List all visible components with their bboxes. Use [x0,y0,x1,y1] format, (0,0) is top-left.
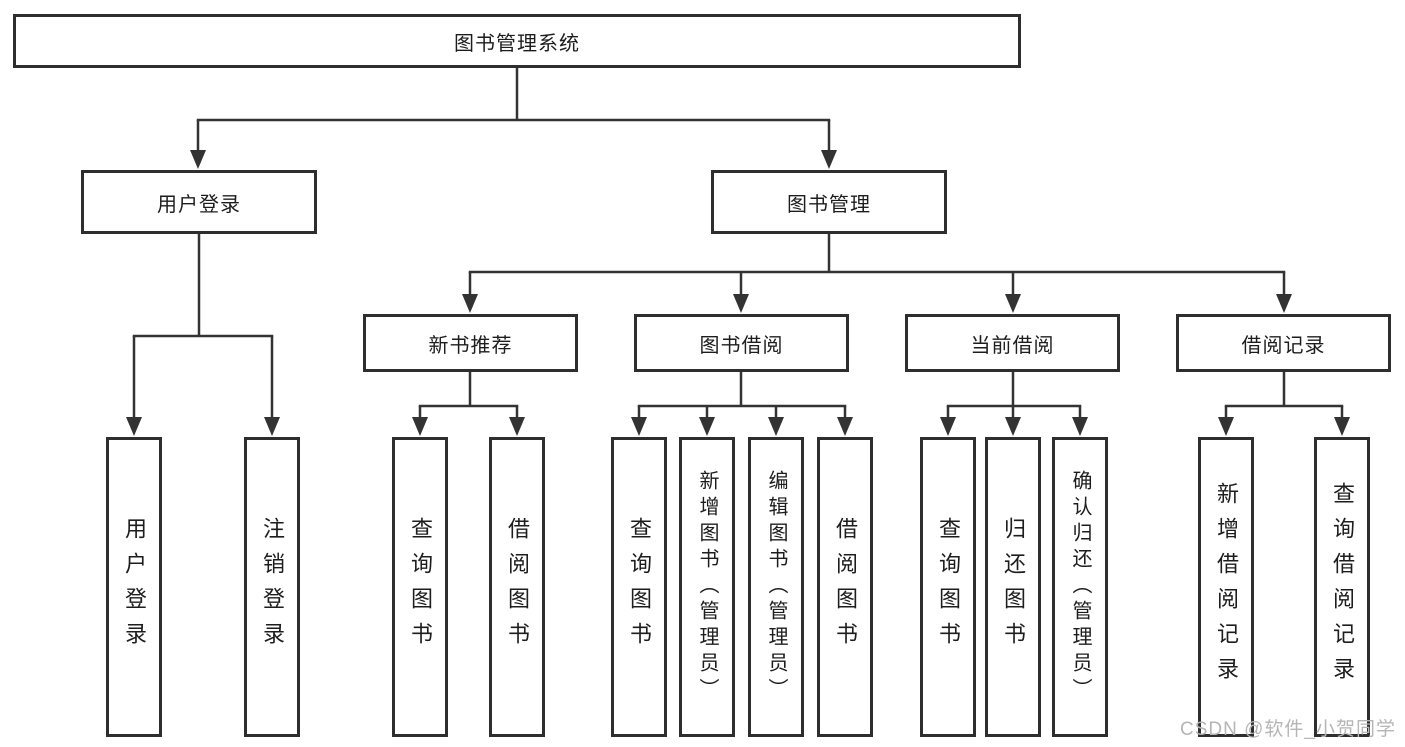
node-borrow-record: 借阅记录 [1176,314,1391,372]
leaf-query-borrow-record: 查询借阅记录 [1314,437,1370,737]
node-book-management: 图书管理 [711,170,947,234]
connector-user-login [126,234,280,436]
leaf-add-book-admin: 新增图书（管理员） [679,437,735,737]
leaf-user-login: 用户登录 [106,437,162,737]
leaf-logout: 注销登录 [244,437,300,737]
node-root: 图书管理系统 [13,14,1021,68]
node-new-book-recommend: 新书推荐 [363,314,578,372]
leaf-query-book-recommend: 查询图书 [392,437,448,737]
watermark: CSDN @软件_小贺同学 [1180,719,1396,740]
leaf-return-book: 归还图书 [985,437,1041,737]
connector-current-borrow [940,372,1088,436]
leaf-edit-book-admin: 编辑图书（管理员） [748,437,804,737]
connector-new-book [412,372,525,436]
leaf-query-book-current: 查询图书 [920,437,976,737]
node-book-borrow: 图书借阅 [634,314,849,372]
leaf-borrow-book-recommend: 借阅图书 [489,437,545,737]
connector-book-borrow [631,372,853,436]
connector-book-management [462,234,1292,313]
leaf-query-book-borrow: 查询图书 [611,437,667,737]
leaf-add-borrow-record: 新增借阅记录 [1198,437,1254,737]
connector-borrow-record [1218,372,1350,436]
node-current-borrow: 当前借阅 [905,314,1120,372]
leaf-confirm-return-admin: 确认归还（管理员） [1052,437,1108,737]
node-user-login: 用户登录 [81,170,317,234]
leaf-borrow-book: 借阅图书 [817,437,873,737]
connector-root [190,68,837,169]
